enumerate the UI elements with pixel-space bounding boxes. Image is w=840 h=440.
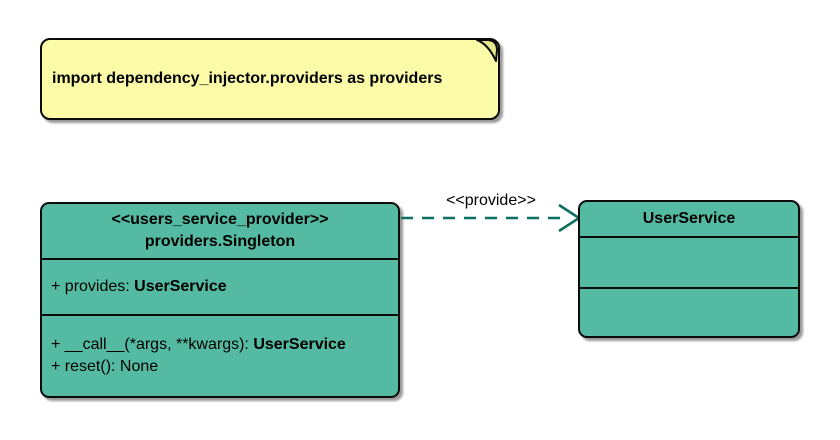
userservice-class-header: UserService [580,202,798,236]
userservice-class-name: UserService [642,210,736,227]
userservice-class-box: UserService [578,200,800,338]
provider-class-header: <<users_service_provider>> providers.Sin… [42,204,398,258]
method-call-type: UserService [253,336,346,353]
attribute-provides-type: UserService [134,278,227,295]
method-reset-text: + reset(): None [51,358,159,375]
note-text: import dependency_injector.providers as … [52,70,443,87]
provider-methods-section: + __call__(*args, **kwargs): UserService… [42,314,398,396]
method-call-text: + __call__(*args, **kwargs): [51,336,254,353]
method-call: + __call__(*args, **kwargs): UserService [51,334,398,356]
provider-class-box: <<users_service_provider>> providers.Sin… [40,202,400,398]
userservice-methods-section [580,287,798,336]
provider-attributes-section: + provides: UserService [42,258,398,314]
attribute-provides-text: + provides: [51,278,135,295]
provider-class-stereotype: <<users_service_provider>> [111,211,329,228]
method-reset: + reset(): None [51,356,398,378]
provider-class-name: providers.Singleton [144,233,296,250]
attribute-provides: + provides: UserService [51,276,398,298]
userservice-attributes-section [580,236,798,287]
arrow-stereotype-label: <<provide>> [446,192,536,209]
provide-dependency-arrow [401,203,582,233]
code-note: import dependency_injector.providers as … [40,38,500,120]
note-fold-icon [476,39,498,62]
